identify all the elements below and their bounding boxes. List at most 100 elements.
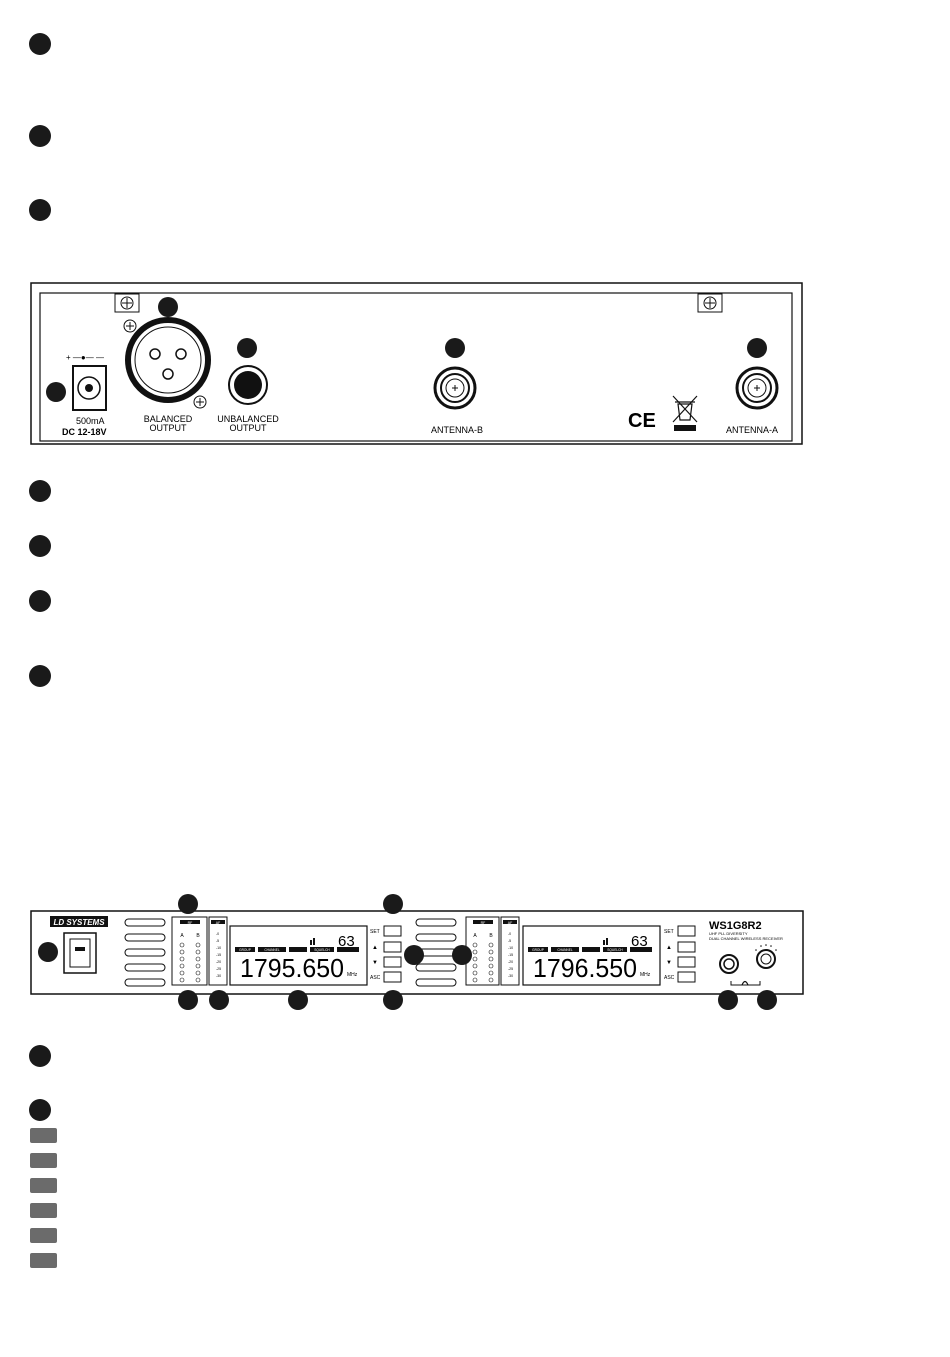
unbalanced-output-label: UNBALANCED <box>217 414 279 424</box>
callout-dot <box>237 338 257 358</box>
channel-number: 63 <box>631 933 648 950</box>
ab-label: A <box>473 933 477 939</box>
down-button[interactable] <box>677 956 696 968</box>
callout-square <box>30 1253 57 1268</box>
antenna-a-label: ANTENNA-A <box>726 425 778 435</box>
callout-square <box>30 1228 57 1243</box>
power-current-label: 500mA <box>76 416 105 426</box>
callout-dot <box>178 894 198 914</box>
af-scale-label: -25 <box>216 967 221 971</box>
button-label: SET <box>664 929 674 935</box>
callout-bullet <box>29 535 51 557</box>
rf-meter-ch1: RF A B <box>171 916 208 986</box>
callout-dot <box>38 942 58 962</box>
af-scale-label: -20 <box>508 960 513 964</box>
af-scale-label: -25 <box>508 967 513 971</box>
model-subtitle: UHF PLL DIVERSITY <box>709 931 748 936</box>
model-name: WS1G8R2 <box>709 920 762 932</box>
af-meter-ch1: AF -0 -5 -10 -15 -20 -25 -30 <box>208 916 228 986</box>
frequency-unit: MHz <box>640 972 651 978</box>
antenna-a-connector[interactable] <box>735 366 779 410</box>
af-meter-label: AF <box>216 921 220 925</box>
brand-logo: LD SYSTEMS <box>53 918 105 927</box>
rf-meter-label: RF <box>188 921 193 925</box>
af-meter-label: AF <box>508 921 512 925</box>
up-button[interactable] <box>677 941 696 953</box>
power-switch[interactable] <box>63 932 97 974</box>
lcd-tag: SQUELCH <box>607 948 623 952</box>
rear-panel-diagram: + —●— — 500mA DC 12-18V BALANCED OUTPUT … <box>30 282 803 445</box>
ab-label: B <box>489 933 493 939</box>
asc-button[interactable] <box>383 971 402 983</box>
balanced-output-label: BALANCED <box>144 414 193 424</box>
set-button[interactable] <box>677 925 696 937</box>
frequency-readout: 1795.650 <box>240 953 344 983</box>
screw-icon <box>697 293 723 313</box>
callout-dot <box>383 990 403 1010</box>
antenna-b-connector[interactable] <box>433 366 477 410</box>
up-button[interactable] <box>383 941 402 953</box>
callout-bullet <box>29 1099 51 1121</box>
model-subtitle: DUAL CHANNEL WIRELESS RECEIVER <box>709 936 783 941</box>
ce-mark: CE <box>628 410 656 432</box>
callout-dot <box>158 297 178 317</box>
dc-polarity-label: + —●— — <box>66 353 104 362</box>
lcd-tag: SQUELCH <box>314 948 330 952</box>
unbalanced-output-jack[interactable] <box>228 365 268 405</box>
af-scale-label: -30 <box>508 974 513 978</box>
control-buttons-ch2: SET ▲ ▼ ASC <box>664 925 696 983</box>
screw-icon <box>193 395 207 409</box>
button-label: ▲ <box>372 945 378 951</box>
asc-button[interactable] <box>677 971 696 983</box>
af-scale-label: -10 <box>508 946 513 950</box>
vent-slots <box>124 918 166 987</box>
af-scale-label: -5 <box>508 939 511 943</box>
volume-knob[interactable] <box>755 944 777 969</box>
callout-square <box>30 1128 57 1143</box>
callout-bullet <box>29 480 51 502</box>
af-scale-label: -5 <box>216 939 219 943</box>
ab-label: A <box>180 933 184 939</box>
unbalanced-output-label: OUTPUT <box>230 423 268 433</box>
callout-bullet <box>29 665 51 687</box>
screw-icon <box>123 319 137 333</box>
af-scale-label: -0 <box>216 932 219 936</box>
callout-dot <box>452 945 472 965</box>
frequency-readout: 1796.550 <box>533 953 637 983</box>
lcd-tag: GROUP <box>532 948 544 952</box>
balanced-output-label: OUTPUT <box>150 423 188 433</box>
down-button[interactable] <box>383 956 402 968</box>
headphone-icon <box>730 980 761 986</box>
rf-meter-ch2: RF A B <box>465 916 500 986</box>
headphone-jack[interactable] <box>719 954 739 974</box>
lcd-tag: CHANNEL <box>264 948 279 952</box>
screw-icon <box>114 293 140 313</box>
button-label: ASC <box>370 975 381 981</box>
set-button[interactable] <box>383 925 402 937</box>
xlr-balanced-output[interactable] <box>125 317 211 403</box>
callout-dot <box>757 990 777 1010</box>
lcd-tag: CHANNEL <box>557 948 572 952</box>
callout-bullet <box>29 125 51 147</box>
front-panel-diagram: LD SYSTEMS RF A B AF -0 <box>30 894 804 1010</box>
af-scale-label: -20 <box>216 960 221 964</box>
button-label: ▲ <box>666 945 672 951</box>
af-scale-label: -15 <box>508 953 513 957</box>
callout-dot <box>747 338 767 358</box>
dc-power-jack[interactable] <box>72 365 107 411</box>
callout-square <box>30 1203 57 1218</box>
antenna-b-label: ANTENNA-B <box>431 425 483 435</box>
callout-dot <box>178 990 198 1010</box>
ab-label: B <box>196 933 200 939</box>
channel-number: 63 <box>338 933 355 950</box>
af-scale-label: -30 <box>216 974 221 978</box>
callout-dot <box>383 894 403 914</box>
af-scale-label: -10 <box>216 946 221 950</box>
af-meter-ch2: AF -0 -5 -10 -15 -20 -25 -30 <box>500 916 520 986</box>
callout-bullet <box>29 590 51 612</box>
button-label: ▼ <box>372 960 378 966</box>
callout-bullet <box>29 199 51 221</box>
button-label: ▼ <box>666 960 672 966</box>
callout-dot <box>209 990 229 1010</box>
callout-square <box>30 1178 57 1193</box>
